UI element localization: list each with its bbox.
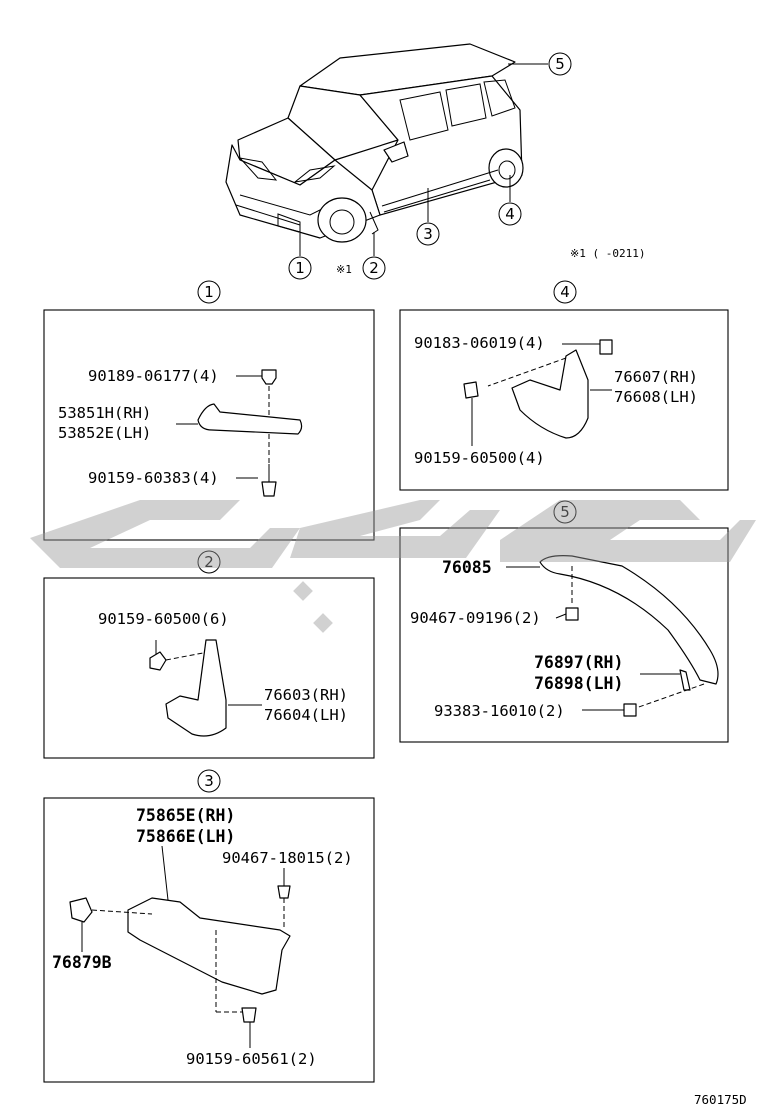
panel-2: 2 90159-60500(6) 76603(RH) 76604(LH) [43, 550, 375, 759]
svg-text:53851H(RH): 53851H(RH) [58, 404, 151, 422]
svg-text:76879B: 76879B [52, 953, 112, 972]
callout-3: 3 [416, 188, 440, 246]
panel-4: 4 90183-06019(4) 90159-60500(4) 76607(RH… [399, 280, 729, 491]
svg-text:4: 4 [505, 205, 515, 223]
svg-text:76897(RH): 76897(RH) [534, 653, 623, 672]
svg-text:76607(RH): 76607(RH) [614, 368, 698, 386]
svg-text:75866E(LH): 75866E(LH) [136, 827, 235, 846]
svg-text:90189-06177(4): 90189-06177(4) [88, 367, 219, 385]
svg-text:76603(RH): 76603(RH) [264, 686, 348, 704]
watermark-logo [30, 500, 756, 633]
svg-text:3: 3 [204, 772, 214, 790]
car-overview-illustration [225, 43, 524, 243]
callout-5: 5 [508, 52, 572, 76]
svg-text:76604(LH): 76604(LH) [264, 706, 348, 724]
svg-text:90159-60383(4): 90159-60383(4) [88, 469, 219, 487]
svg-text:5: 5 [560, 503, 570, 521]
svg-text:4: 4 [560, 283, 570, 301]
panel-1: 1 90189-06177(4) 53851H(RH) 53852E(LH) 9… [43, 280, 375, 541]
sheet-id: 760175D [694, 1092, 747, 1107]
svg-text:2: 2 [204, 553, 214, 571]
svg-text:53852E(LH): 53852E(LH) [58, 424, 151, 442]
svg-text:93383-16010(2): 93383-16010(2) [434, 702, 565, 720]
svg-text:90183-06019(4): 90183-06019(4) [414, 334, 545, 352]
svg-text:90159-60561(2): 90159-60561(2) [186, 1050, 317, 1068]
svg-text:1: 1 [204, 283, 214, 301]
panel-5: 5 76085 90467-09196(2) 76897(RH) 76898(L… [399, 500, 729, 743]
callout-2: 2 ※1 [336, 232, 386, 280]
svg-text:76608(LH): 76608(LH) [614, 388, 698, 406]
svg-text:90467-18015(2): 90467-18015(2) [222, 849, 353, 867]
svg-text:1: 1 [295, 259, 305, 277]
svg-text:90159-60500(4): 90159-60500(4) [414, 449, 545, 467]
svg-text:2: 2 [369, 259, 379, 277]
callout-1: 1 [288, 233, 312, 280]
footnote: ※1 ( -0211) [570, 247, 645, 260]
svg-text:3: 3 [423, 225, 433, 243]
callout-4: 4 [498, 175, 522, 226]
svg-text:※1: ※1 [336, 263, 352, 276]
svg-text:76898(LH): 76898(LH) [534, 674, 623, 693]
svg-text:5: 5 [555, 55, 565, 73]
svg-text:90159-60500(6): 90159-60500(6) [98, 610, 229, 628]
panel-3: 3 75865E(RH) 75866E(LH) 90467-18015(2) 7… [43, 769, 375, 1083]
svg-text:90467-09196(2): 90467-09196(2) [410, 609, 541, 627]
svg-text:75865E(RH): 75865E(RH) [136, 806, 235, 825]
svg-text:76085: 76085 [442, 558, 492, 577]
